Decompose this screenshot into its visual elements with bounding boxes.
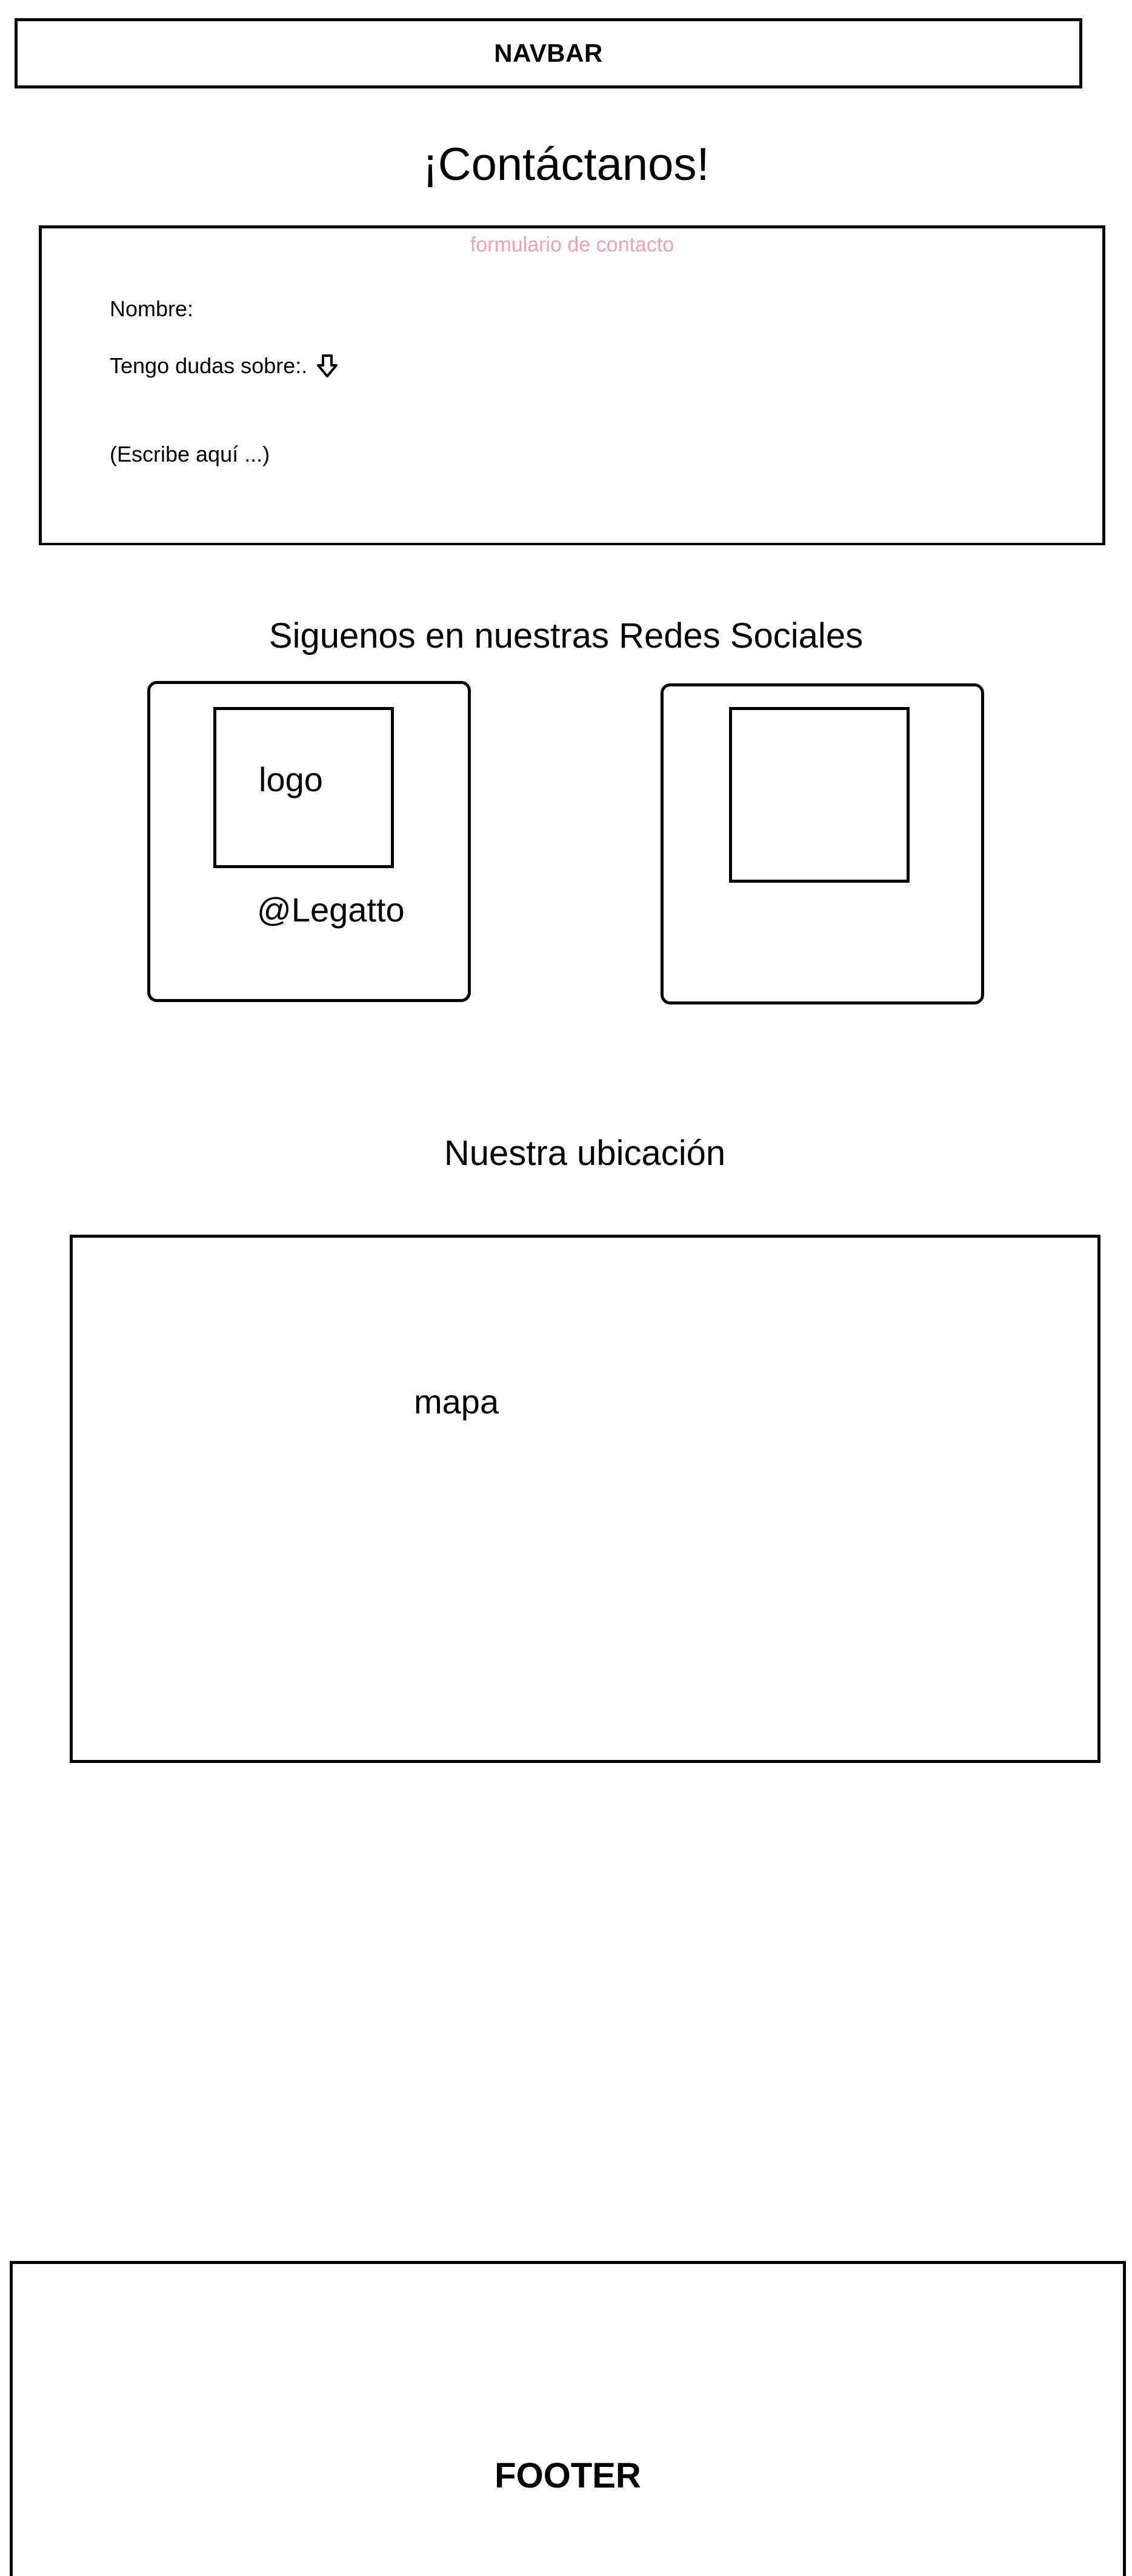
page-title: ¡Contáctanos! [422, 139, 710, 190]
doubts-label: Tengo dudas sobre:. [110, 353, 308, 378]
arrow-down-icon[interactable] [315, 353, 340, 379]
logo-label: logo [259, 760, 323, 798]
name-field[interactable]: Nombre: [110, 296, 194, 321]
contact-form: formulario de contacto Nombre: Tengo dud… [39, 225, 1105, 545]
map-placeholder[interactable]: mapa [70, 1235, 1100, 1763]
navbar-label: NAVBAR [494, 39, 603, 67]
footer: FOOTER [10, 2261, 1126, 2576]
social-title: Siguenos en nuestras Redes Sociales [268, 616, 864, 656]
social-handle[interactable]: @Legatto [257, 891, 405, 929]
map-label: mapa [414, 1383, 499, 1421]
message-textarea[interactable]: (Escribe aquí ...) [110, 442, 270, 466]
form-caption: formulario de contacto [470, 233, 674, 256]
social-logo-placeholder: logo [213, 707, 394, 868]
doubts-select[interactable]: Tengo dudas sobre:. [110, 353, 340, 379]
location-title: Nuestra ubicación [444, 1134, 726, 1173]
footer-label: FOOTER [494, 2456, 641, 2495]
navbar: NAVBAR [15, 18, 1082, 88]
social-logo-placeholder [729, 707, 910, 883]
social-card[interactable]: logo @Legatto [147, 681, 471, 1002]
social-card[interactable] [661, 683, 984, 1004]
